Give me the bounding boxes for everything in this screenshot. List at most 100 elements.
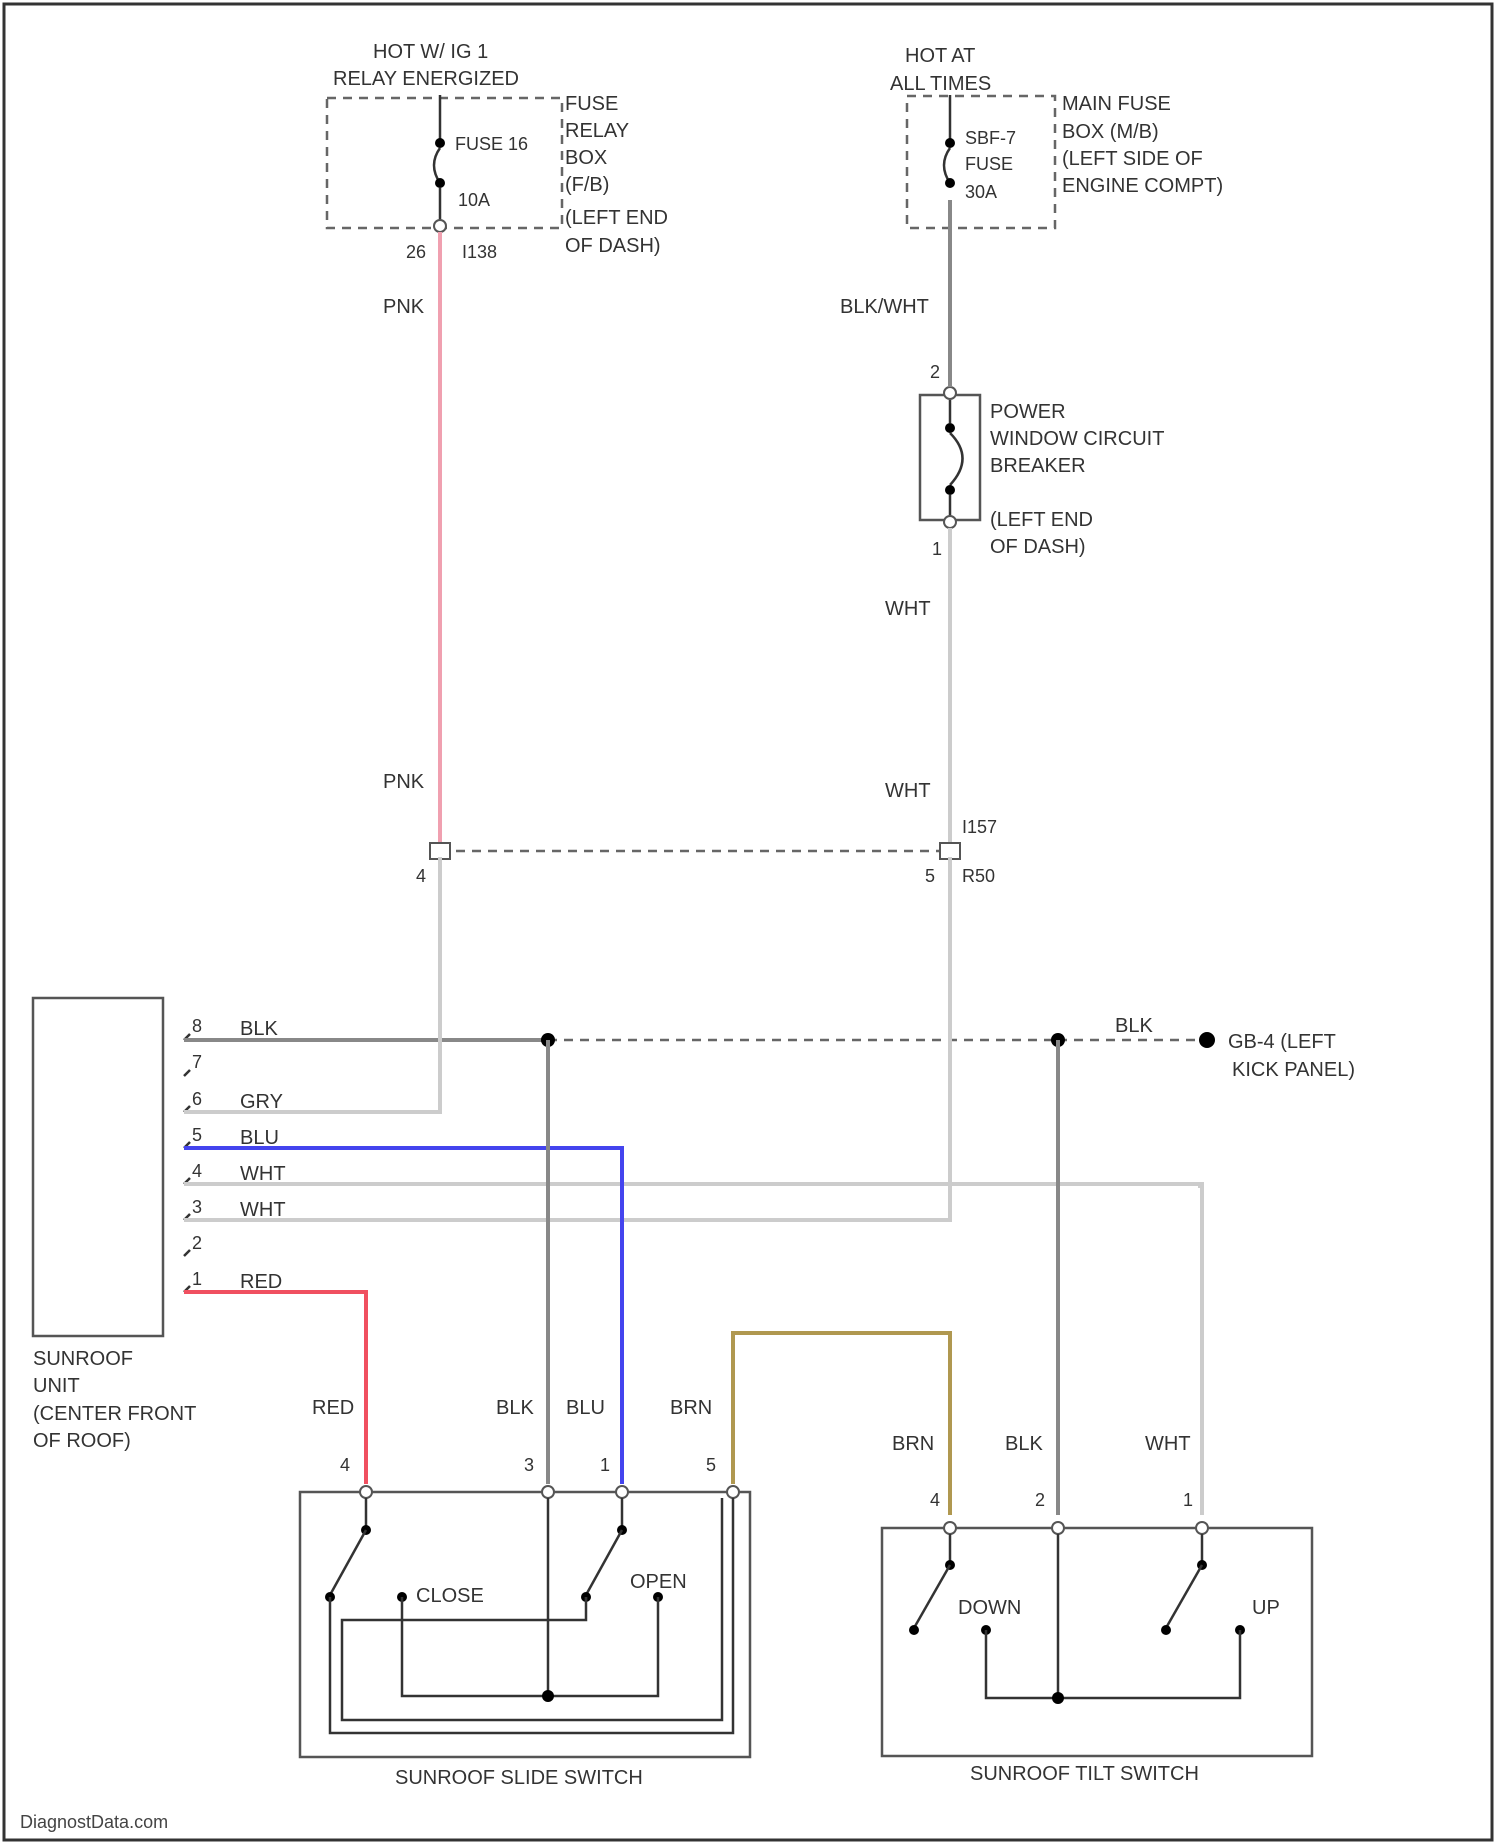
sunroof-unit-label-3: (CENTER FRONT	[33, 1403, 196, 1425]
tilt-terminal-1	[1196, 1522, 1208, 1534]
fuse-contact-bottom	[435, 178, 445, 188]
tilt-wire-label-blk: BLK	[1005, 1433, 1043, 1455]
breaker-contact-top	[945, 423, 955, 433]
unit-wire-gry: GRY	[240, 1091, 283, 1113]
unit-wire-blu: BLU	[240, 1127, 279, 1149]
fuse-16-label: FUSE 16	[455, 134, 528, 154]
unit-pin-1: 1	[192, 1269, 202, 1289]
connector-i157-pin-left: 4	[416, 866, 426, 886]
fuse-box-connector: I138	[462, 242, 497, 262]
unit-wire-wht-1: WHT	[240, 1163, 286, 1185]
main-fuse-desc-3: (LEFT SIDE OF	[1062, 148, 1203, 170]
up-contact-label: UP	[1252, 1597, 1280, 1619]
open-contact-label: OPEN	[630, 1571, 687, 1593]
sbf7-rating: 30A	[965, 182, 997, 202]
tilt-wire-label-wht: WHT	[1145, 1433, 1191, 1455]
unit-pin-3: 3	[192, 1197, 202, 1217]
hot-ig1-label: HOT W/ IG 1	[373, 41, 488, 63]
breaker-pin-top: 2	[930, 362, 940, 382]
breaker-desc-2: WINDOW CIRCUIT	[990, 428, 1164, 450]
connector-i157-pin-right: 5	[925, 866, 935, 886]
breaker-terminal-bottom	[944, 516, 956, 528]
breaker-desc-5: OF DASH)	[990, 536, 1086, 558]
tilt-ground-junction	[1052, 1692, 1064, 1704]
fuse-box-desc-5: (LEFT END	[565, 207, 668, 229]
slide-pin-3: 3	[524, 1455, 534, 1475]
wht-label-1: WHT	[885, 598, 931, 620]
slide-wire-label-brn: BRN	[670, 1397, 712, 1419]
tilt-pin-4: 4	[930, 1490, 940, 1510]
pnk-label-1: PNK	[383, 296, 425, 318]
tilt-pin-1: 1	[1183, 1490, 1193, 1510]
ground-location: KICK PANEL)	[1232, 1059, 1355, 1081]
unit-wire-red: RED	[240, 1271, 282, 1293]
hot-all-times-label-2: ALL TIMES	[890, 73, 991, 95]
sunroof-unit-label-2: UNIT	[33, 1375, 80, 1397]
up-switch-common	[1161, 1625, 1171, 1635]
fuse-box-terminal	[434, 220, 446, 232]
slide-wire-label-blu: BLU	[566, 1397, 605, 1419]
sbf7-label: SBF-7	[965, 128, 1016, 148]
fuse-box-pin: 26	[406, 242, 426, 262]
slide-pin-5: 5	[706, 1455, 716, 1475]
connector-i157-code: R50	[962, 866, 995, 886]
main-fuse-desc-1: MAIN FUSE	[1062, 93, 1171, 115]
ground-wire-label: BLK	[1115, 1015, 1153, 1037]
hot-all-times-label-1: HOT AT	[905, 45, 975, 67]
slide-pin-4: 4	[340, 1455, 350, 1475]
main-fuse-desc-4: ENGINE COMPT)	[1062, 175, 1223, 197]
sunroof-unit-label-4: OF ROOF)	[33, 1430, 131, 1452]
breaker-terminal-top	[944, 387, 956, 399]
unit-wire-blk: BLK	[240, 1018, 278, 1040]
close-contact-label: CLOSE	[416, 1585, 484, 1607]
ground-name: GB-4 (LEFT	[1228, 1031, 1336, 1053]
unit-pin-8: 8	[192, 1016, 202, 1036]
fuse-box-desc-1: FUSE	[565, 93, 618, 115]
tilt-terminal-2	[1052, 1522, 1064, 1534]
tilt-pin-2: 2	[1035, 1490, 1045, 1510]
breaker-contact-bottom	[945, 485, 955, 495]
sbf7-fuse-label: FUSE	[965, 154, 1013, 174]
relay-energized-label: RELAY ENERGIZED	[333, 68, 519, 90]
fuse-box-desc-6: OF DASH)	[565, 235, 661, 257]
tilt-switch-title: SUNROOF TILT SWITCH	[970, 1763, 1199, 1785]
watermark: DiagnostData.com	[20, 1812, 168, 1832]
fuse-box-desc-2: RELAY	[565, 120, 629, 142]
pnk-label-2: PNK	[383, 771, 425, 793]
slide-wire-label-red: RED	[312, 1397, 354, 1419]
slide-ground-junction	[542, 1690, 554, 1702]
sbf7-contact-bottom	[945, 178, 955, 188]
unit-pin-6: 6	[192, 1089, 202, 1109]
slide-terminal-4	[360, 1486, 372, 1498]
slide-terminal-1	[616, 1486, 628, 1498]
fuse-box-desc-3: BOX	[565, 147, 607, 169]
diagram-border	[4, 4, 1492, 1840]
unit-pin-2: 2	[192, 1233, 202, 1253]
breaker-desc-4: (LEFT END	[990, 509, 1093, 531]
breaker-desc-1: POWER	[990, 401, 1066, 423]
down-contact-label: DOWN	[958, 1597, 1021, 1619]
ground-gb4-point	[1199, 1032, 1215, 1048]
connector-i157-terminal-right	[940, 843, 960, 859]
slide-terminal-3	[542, 1486, 554, 1498]
slide-terminal-5	[727, 1486, 739, 1498]
down-switch-common	[909, 1625, 919, 1635]
slide-pin-1: 1	[600, 1455, 610, 1475]
fuse-contact-top	[435, 138, 445, 148]
unit-pin-5: 5	[192, 1125, 202, 1145]
unit-wire-wht-2: WHT	[240, 1199, 286, 1221]
slide-switch-title: SUNROOF SLIDE SWITCH	[395, 1767, 643, 1789]
connector-i157-terminal-left	[430, 843, 450, 859]
blk-wht-label: BLK/WHT	[840, 296, 929, 318]
main-fuse-desc-2: BOX (M/B)	[1062, 121, 1159, 143]
tilt-terminal-4	[944, 1522, 956, 1534]
breaker-pin-bottom: 1	[932, 539, 942, 559]
connector-i157-name: I157	[962, 817, 997, 837]
unit-pin-4: 4	[192, 1161, 202, 1181]
tilt-wire-label-brn: BRN	[892, 1433, 934, 1455]
sbf7-contact-top	[945, 138, 955, 148]
wht-label-2: WHT	[885, 780, 931, 802]
breaker-desc-3: BREAKER	[990, 455, 1086, 477]
sunroof-unit-label-1: SUNROOF	[33, 1348, 133, 1370]
